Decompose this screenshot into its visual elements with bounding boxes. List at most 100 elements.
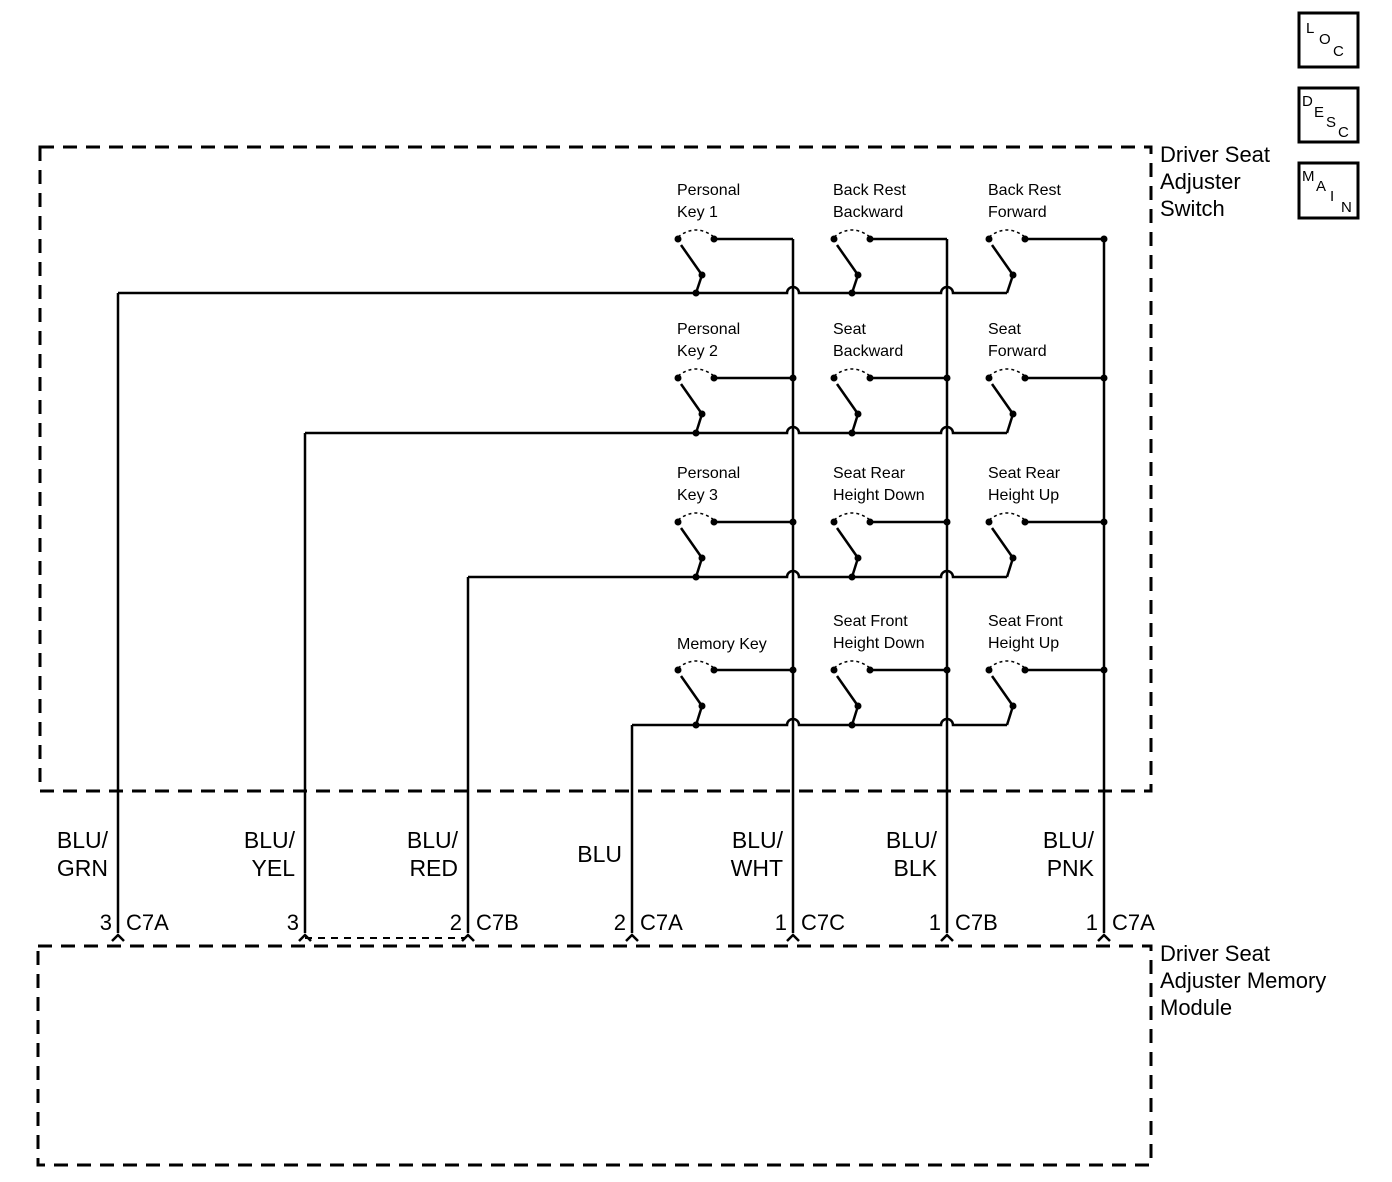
switch-label: Seat [988, 321, 1021, 338]
output-splice [943, 666, 951, 674]
connector-terminal [940, 933, 954, 942]
output-splice [943, 374, 951, 382]
switch-10 [674, 660, 797, 729]
bus-splice [848, 429, 856, 437]
bus-splice [848, 721, 856, 729]
switch-label: Personal [677, 321, 740, 338]
switch-actuator [677, 229, 715, 238]
switch-label: Height Up [988, 487, 1059, 504]
switch-7 [674, 512, 797, 581]
switch-blade [679, 527, 704, 559]
switch-component-outline [38, 145, 1153, 793]
switch-label: Personal [677, 465, 740, 482]
switch-contact [710, 666, 718, 674]
switch-contact [674, 666, 682, 674]
switch-label: Back Rest [833, 182, 906, 199]
switch-actuator [833, 229, 871, 238]
output-splice [789, 666, 797, 674]
switch-actuator [677, 512, 715, 521]
wire-color-label: YEL [252, 855, 296, 881]
output-splice [1100, 235, 1108, 243]
switch-label: Seat Front [833, 613, 908, 630]
switch-actuator [677, 368, 715, 377]
pin-number: 2 [614, 910, 626, 935]
pin-number: 1 [929, 910, 941, 935]
svg-text:I: I [1330, 188, 1334, 205]
switch-label: Seat [833, 321, 866, 338]
switch-actuator [988, 660, 1026, 669]
switch-contact [710, 235, 718, 243]
bus-splice [848, 289, 856, 297]
common-bus-2 [305, 425, 1007, 435]
connector-id: C7A [640, 910, 683, 935]
svg-text:L: L [1306, 20, 1314, 37]
switch-contact [830, 666, 838, 674]
bus-splice [848, 573, 856, 581]
switch-2 [830, 229, 947, 297]
switch-label: Height Up [988, 635, 1059, 652]
connector-terminal [786, 933, 800, 942]
main-button[interactable]: M A I N [1297, 161, 1360, 220]
svg-text:N: N [1341, 199, 1352, 216]
switch-actuator [988, 229, 1026, 238]
svg-text:C: C [1333, 43, 1344, 60]
module-component-outline [36, 944, 1153, 1167]
switch-contact [1021, 374, 1029, 382]
switch-actuator [833, 512, 871, 521]
svg-text:Driver Seat: Driver Seat [1160, 142, 1270, 167]
svg-text:D: D [1302, 93, 1313, 110]
connector-id: C7A [1112, 910, 1155, 935]
switch-contact [1021, 666, 1029, 674]
switch-actuator [677, 660, 715, 669]
switch-contact [674, 374, 682, 382]
switch-contact [985, 235, 993, 243]
svg-text:Driver Seat: Driver Seat [1160, 941, 1270, 966]
connector-terminal [1097, 933, 1111, 942]
switch-label: Forward [988, 204, 1047, 221]
switch-contact [830, 235, 838, 243]
switch-to-bus [1005, 274, 1015, 294]
switch-12 [985, 660, 1108, 726]
wire-color-label: GRN [57, 855, 108, 881]
svg-text:E: E [1314, 104, 1324, 121]
switch-blade [990, 244, 1015, 276]
svg-text:Module: Module [1160, 995, 1232, 1020]
switch-label: Height Down [833, 635, 925, 652]
svg-text:M: M [1302, 168, 1315, 185]
switch-label: Forward [988, 343, 1047, 360]
module-component-label: Driver Seat Adjuster Memory Module [1160, 941, 1326, 1020]
switch-contact [866, 235, 874, 243]
wire-color-label: PNK [1047, 855, 1095, 881]
wire-color-label: BLU/ [1043, 827, 1095, 853]
switch-component-label: Driver Seat Adjuster Switch [1160, 142, 1270, 221]
switch-label: Key 1 [677, 204, 718, 221]
switch-3 [985, 229, 1108, 294]
switch-contact [830, 374, 838, 382]
switch-11 [830, 660, 951, 729]
common-bus-1 [118, 285, 1007, 295]
desc-button[interactable]: D E S C [1297, 86, 1360, 144]
pin-number: 1 [1086, 910, 1098, 935]
switch-8 [830, 512, 951, 581]
switch-to-bus [1005, 705, 1015, 726]
switch-label: Memory Key [677, 636, 767, 653]
loc-button[interactable]: L O C [1297, 11, 1360, 69]
switch-label: Key 3 [677, 487, 718, 504]
switch-contact [830, 518, 838, 526]
switch-label: Back Rest [988, 182, 1061, 199]
switch-blade [835, 244, 860, 276]
switch-blade [679, 675, 704, 707]
connector-terminal [298, 933, 312, 942]
switch-actuator [833, 660, 871, 669]
switch-to-bus [1005, 557, 1015, 578]
svg-text:Adjuster: Adjuster [1160, 169, 1241, 194]
switch-label: Seat Rear [988, 465, 1061, 482]
switch-contact [866, 374, 874, 382]
switch-contact [674, 235, 682, 243]
switch-actuator [988, 512, 1026, 521]
switch-9 [985, 512, 1108, 578]
output-splice [1100, 666, 1108, 674]
